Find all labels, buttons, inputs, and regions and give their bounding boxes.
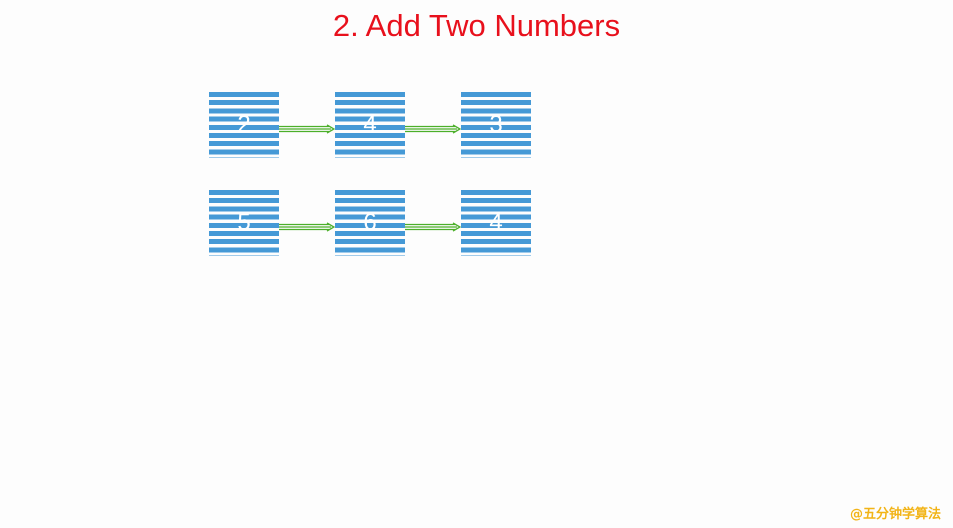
right-arrow-icon [279,222,335,232]
list1-node-3: 3 [461,92,531,158]
node-value: 5 [237,209,251,236]
node-value: 4 [489,209,503,236]
list2-node-3: 4 [461,190,531,256]
right-arrow-icon [405,124,461,134]
list1-node-1: 2 [209,92,279,158]
right-arrow-icon [279,124,335,134]
node-value: 3 [489,111,503,138]
node-value: 6 [363,209,377,236]
list2-node-1: 5 [209,190,279,256]
node-value: 2 [237,111,251,138]
watermark: @五分钟学算法 [849,507,941,522]
right-arrow-icon [405,222,461,232]
node-value: 4 [363,111,377,138]
list2-node-2: 6 [335,190,405,256]
page-title: 2. Add Two Numbers [332,8,621,43]
list1-node-2: 4 [335,92,405,158]
